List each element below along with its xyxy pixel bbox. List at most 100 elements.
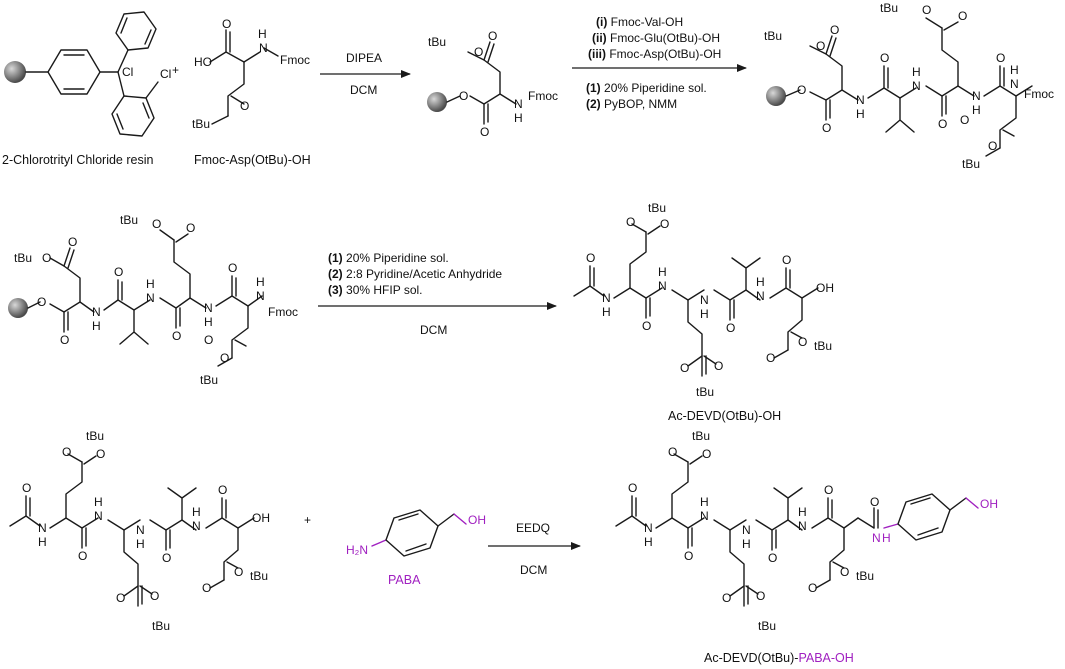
devd-acid-oh: OH [816, 281, 834, 295]
devd-val-o: O [726, 321, 735, 335]
tp1-nh3-h: H [972, 103, 981, 117]
devd-nh4-n: N [756, 289, 765, 303]
devd-glu-side-o2: O [714, 359, 723, 373]
p3-nh4-h: H [798, 505, 807, 519]
resin-asp-nh-h: H [514, 111, 523, 125]
resin-asp-carbonyl-o: O [480, 125, 489, 139]
tp1-asp2-side-o2: O [988, 139, 997, 153]
devd-asp2-side-o2: O [766, 351, 775, 365]
row2-condition-1: (1) 20% Piperidine sol. [328, 251, 449, 265]
devd-ac-o: O [586, 251, 595, 265]
tp2-asp2-side-o: O [204, 333, 213, 347]
resin-asp-sidechain-o2: O [488, 29, 497, 43]
p3-asp2-side-o2: O [808, 581, 817, 595]
p3-nh2-h: H [700, 495, 709, 509]
devd-nh1-n: N [602, 291, 611, 305]
tp2-asp-side-o2: O [68, 235, 77, 249]
tp2-nh2-n: N [146, 291, 155, 305]
plus-sign-1: + [172, 63, 179, 77]
tp2-fmoc: Fmoc [268, 305, 298, 319]
tp2-nh4-h: H [256, 275, 265, 289]
r3-acid-o: O [218, 483, 227, 497]
tp2-tbu-1: tBu [14, 251, 32, 265]
r3-glu-side-o2: O [150, 589, 159, 603]
devd-asp-o: O [642, 319, 651, 333]
p3-tbu-2: tBu [758, 619, 776, 633]
fmoc-asp-nh-n: N [259, 41, 268, 55]
tp1-nh1-n: N [856, 93, 865, 107]
devd-tbu-2: tBu [696, 385, 714, 399]
resin-asp-structure [427, 41, 517, 125]
p3-asp-side-o: O [668, 445, 677, 459]
r3-ac-o: O [22, 481, 31, 495]
step1-reagent: DIPEA [346, 51, 382, 65]
resin-asp-sidechain-o: O [474, 45, 483, 59]
devd-asp-side-o: O [626, 215, 635, 229]
resin-bead [8, 298, 28, 318]
r3-asp-o: O [78, 549, 87, 563]
resin-bead [766, 86, 786, 106]
tp1-glu-o: O [938, 117, 947, 131]
tp1-glu-side-o2: O [958, 9, 967, 23]
p3-paba-oh: OH [980, 497, 998, 511]
tp1-fmoc: Fmoc [1024, 87, 1054, 101]
p3-nh3-n: N [742, 523, 751, 537]
r3-nh3-h: H [136, 537, 145, 551]
final-product-caption: Ac-DEVD(OtBu)-PABA-OH [704, 651, 854, 665]
r3-asp-side-o2: O [96, 447, 105, 461]
tp1-nh4-h: H [1010, 63, 1019, 77]
r3-asp-side-o: O [62, 445, 71, 459]
r3-nh4-n: N [192, 519, 201, 533]
devd-tbu-3: tBu [814, 339, 832, 353]
resin-caption: 2-Chlorotrityl Chloride resin [2, 153, 153, 167]
tp2-tbu-3: tBu [200, 373, 218, 387]
tp2-nh3-h: H [204, 315, 213, 329]
devd-nh3-h: H [700, 307, 709, 321]
tp1-asp-side-o: O [816, 39, 825, 53]
tp1-glu-side-o: O [922, 3, 931, 17]
p3-anilide-n: N [872, 531, 881, 545]
tp2-asp2-side-o2: O [220, 351, 229, 365]
paba-oh: OH [468, 513, 486, 527]
fmoc-asp-caption: Fmoc-Asp(OtBu)-OH [194, 153, 311, 167]
row2-solvent: DCM [420, 323, 447, 337]
tp1-asp-side-o2: O [830, 23, 839, 37]
p3-ac-o: O [628, 481, 637, 495]
r3-val-o: O [162, 551, 171, 565]
fmoc-asp-tbu: tBu [192, 117, 210, 131]
step2-condition-1: (1) 20% Piperidine sol. [586, 81, 707, 95]
tp1-asp-o: O [996, 51, 1005, 65]
ac-devd-reactant-structure [9, 453, 255, 607]
tp1-val-o: O [880, 51, 889, 65]
resin-bead [4, 61, 26, 83]
r3-glu-side-o: O [116, 591, 125, 605]
r3-nh4-h: H [192, 505, 201, 519]
fmoc-asp-nh-h: H [258, 27, 267, 41]
resin-asp-fmoc: Fmoc [528, 89, 558, 103]
p3-tbu-3: tBu [856, 569, 874, 583]
ac-devd-structure [573, 223, 819, 377]
r3-tbu-2: tBu [152, 619, 170, 633]
tp1-ester-o: O [797, 83, 806, 97]
resin-asp-nh-n: N [514, 97, 523, 111]
paba-structure [371, 509, 467, 557]
paba-h2n: H₂N [346, 543, 368, 557]
p3-asp2-side-o: O [840, 565, 849, 579]
tp2-carbonyl-o: O [60, 333, 69, 347]
tp1-tbu-1: tBu [764, 29, 782, 43]
row2-condition-3: (3) 30% HFIP sol. [328, 283, 423, 297]
r3-nh1-n: N [38, 521, 47, 535]
tp2-asp-o: O [228, 261, 237, 275]
r3-acid-oh: OH [252, 511, 270, 525]
step2-reagent-3: (iii) Fmoc-Asp(OtBu)-OH [588, 47, 721, 61]
p3-val-o: O [768, 551, 777, 565]
tp2-glu-side-o: O [152, 217, 161, 231]
p3-tbu-1: tBu [692, 429, 710, 443]
tp2-nh3-n: N [204, 301, 213, 315]
r3-asp2-side-o: O [234, 565, 243, 579]
tp2-asp-side-o: O [42, 251, 51, 265]
fmoc-asp-ho-label: HO [194, 55, 212, 69]
resin-tetrapeptide-structure-1 [766, 17, 1033, 157]
p3-glu-side-o: O [722, 591, 731, 605]
p3-anilide-h: H [882, 531, 891, 545]
